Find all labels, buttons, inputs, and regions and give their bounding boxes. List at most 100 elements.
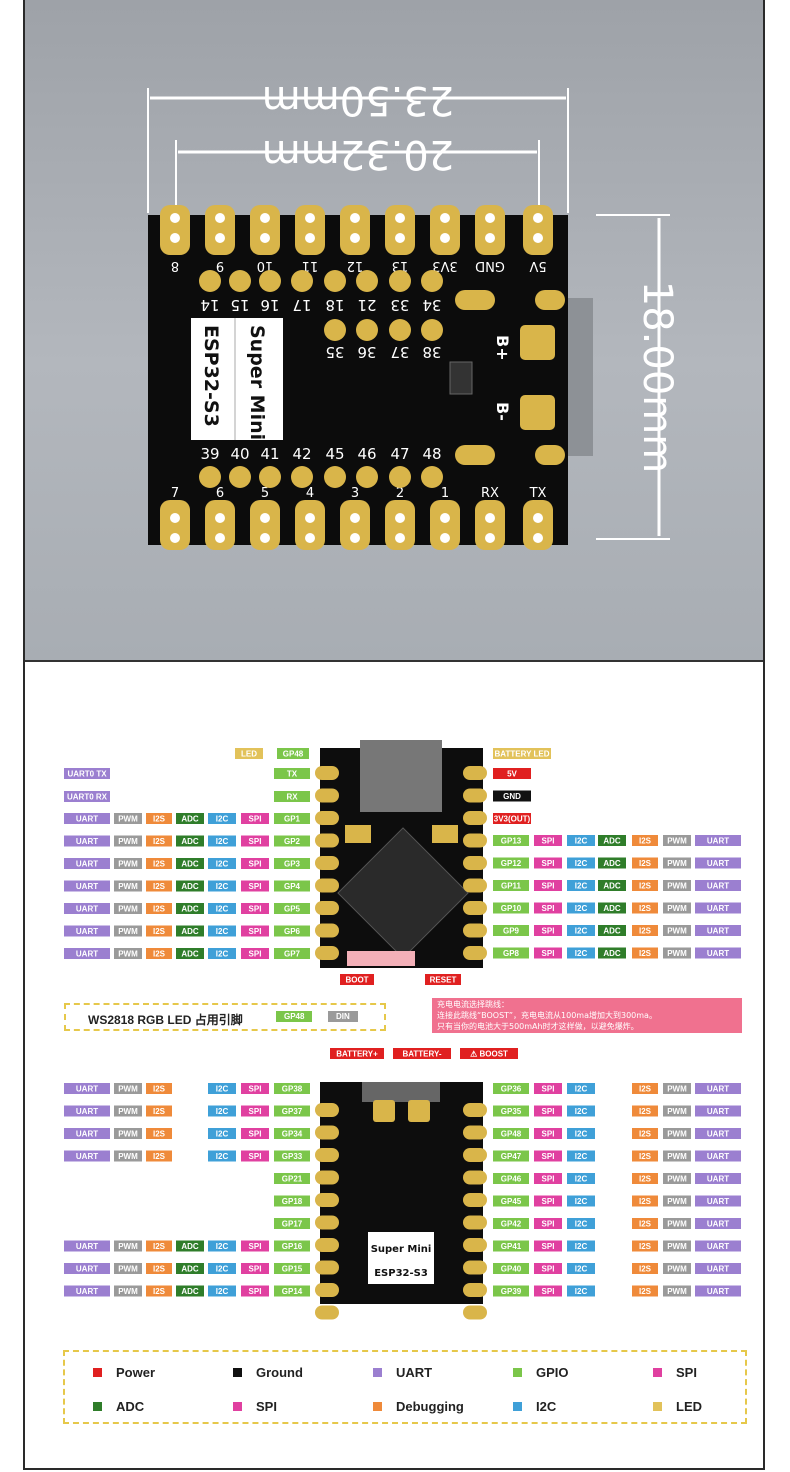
- right-func-i2s-bg: [632, 835, 658, 846]
- left-gpio-label-bg: [274, 858, 310, 869]
- legend-item-adc: ADC: [93, 1399, 144, 1414]
- jumper-pad: [455, 290, 495, 310]
- left-func-uart: UART: [76, 860, 98, 869]
- pad-hole: [533, 213, 543, 223]
- left-func-uart-bg: [64, 880, 110, 892]
- pad-hole: [440, 533, 450, 543]
- inner-pin-label: 15: [230, 296, 249, 314]
- inner-pad: [229, 466, 251, 488]
- inner-pin-label: 38: [422, 343, 441, 361]
- pad-hole: [395, 213, 405, 223]
- right-func-adc: ADC: [603, 882, 621, 891]
- battery-led-label: BATTERY LED: [495, 750, 550, 759]
- uart0-rx-label: UART0 RX: [67, 793, 108, 802]
- inner-pad: [356, 466, 378, 488]
- inner-pin-label: 39: [200, 445, 219, 463]
- right-func-i2c: I2C: [575, 927, 588, 936]
- left-func-spi: SPI: [249, 837, 262, 846]
- top-pin-pad: [160, 205, 190, 255]
- right-func-pwm-bg: [663, 902, 691, 914]
- height-dimension-label: 18.00mm: [634, 281, 680, 473]
- reset-button: [432, 825, 458, 843]
- right-func-uart-bg: [695, 925, 741, 936]
- boot-label: BOOT: [345, 976, 368, 985]
- right-func-pwm: PWM: [667, 927, 687, 936]
- legend-swatch: [93, 1402, 102, 1411]
- pad-hole: [215, 213, 225, 223]
- right-gpio-label-bg: [493, 902, 529, 914]
- smd-component: [449, 361, 473, 395]
- right-func-i2c-bg: [567, 857, 595, 869]
- top-pin-pad: [475, 205, 505, 255]
- left-func-adc-bg: [176, 858, 204, 869]
- inner-pin-label: 41: [260, 445, 279, 463]
- pad-hole: [305, 213, 315, 223]
- right-func-spi: SPI: [542, 927, 555, 936]
- inner-pad: [324, 319, 346, 341]
- inner-pad: [324, 270, 346, 292]
- left-func-i2s-bg: [146, 903, 172, 914]
- right-func-uart: UART: [707, 837, 729, 846]
- uart0-tx-label: UART0 TX: [67, 770, 107, 779]
- top-pin-label: 3V3: [432, 258, 457, 273]
- rx-pin-label: RX: [286, 793, 298, 802]
- left-func-i2c: I2C: [216, 860, 229, 869]
- right-func-adc-bg: [598, 925, 626, 936]
- left-func-uart: UART: [76, 882, 98, 891]
- inner-pin-label: 16: [260, 296, 279, 314]
- right-func-spi: SPI: [542, 837, 555, 846]
- left-func-pwm-bg: [114, 880, 142, 892]
- battery-led-label-bg: [493, 748, 551, 759]
- left-func-pwm: PWM: [118, 905, 138, 914]
- right-func-i2s-bg: [632, 947, 658, 959]
- left-func-pwm-bg: [114, 948, 142, 959]
- legend-label: Power: [116, 1365, 156, 1380]
- power-0: 5V: [507, 770, 517, 779]
- sticker-title-1: Super Mini: [246, 325, 268, 440]
- pad-hole: [260, 513, 270, 523]
- sticker-title-2: ESP32-S3: [200, 325, 222, 427]
- right-func-uart: UART: [707, 904, 729, 913]
- top-pin-label: GND: [475, 258, 505, 273]
- pad-hole: [260, 233, 270, 243]
- power-1-bg: [493, 790, 531, 802]
- uart0-rx-label-bg: [64, 791, 110, 802]
- right-func-pwm-bg: [663, 925, 691, 936]
- left-castellated-pad: [315, 833, 339, 848]
- pad-hole: [533, 513, 543, 523]
- right-func-i2s: I2S: [639, 837, 652, 846]
- left-castellated-pad: [315, 766, 339, 780]
- right-func-i2s-bg: [632, 880, 658, 891]
- left-func-spi: SPI: [249, 950, 262, 959]
- pad-hole: [485, 513, 495, 523]
- left-func-i2c-bg: [208, 948, 236, 959]
- left-func-spi-bg: [241, 835, 269, 847]
- left-func-i2s: I2S: [153, 927, 166, 936]
- right-func-i2c: I2C: [575, 859, 588, 868]
- inner-pad: [389, 466, 411, 488]
- pad-hole: [350, 513, 360, 523]
- pad-hole: [260, 213, 270, 223]
- right-gpio-label: GP8: [503, 949, 520, 958]
- bottom-pin-label: 6: [216, 486, 224, 501]
- legend-swatch: [233, 1402, 242, 1411]
- bottom-pin-label: 4: [306, 486, 314, 501]
- image-frame: [23, 0, 765, 1470]
- usb-c-connector: [568, 298, 593, 456]
- right-func-i2s: I2S: [639, 859, 652, 868]
- legend-label: Debugging: [396, 1399, 464, 1414]
- left-func-adc-bg: [176, 880, 204, 892]
- right-func-adc-bg: [598, 835, 626, 846]
- bottom-pin-pad: [430, 500, 460, 550]
- legend-label: UART: [396, 1365, 433, 1380]
- top-pin-label: 12: [347, 258, 364, 273]
- left-gpio-label: GP1: [284, 815, 301, 824]
- right-func-i2s-bg: [632, 902, 658, 914]
- jumper-pad: [535, 290, 565, 310]
- left-func-uart-bg: [64, 813, 110, 824]
- pad-hole: [215, 233, 225, 243]
- right-func-pwm: PWM: [667, 837, 687, 846]
- right-func-pwm-bg: [663, 857, 691, 869]
- led-pin-label: GP48: [283, 750, 304, 759]
